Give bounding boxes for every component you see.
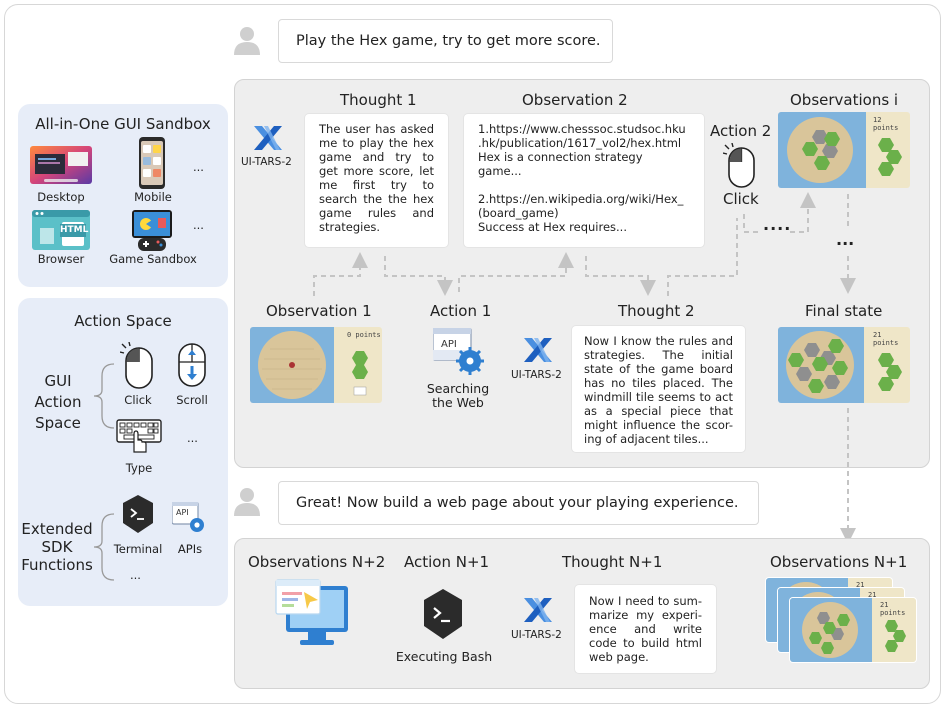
desktop-icon (30, 146, 92, 184)
final-state-title: Final state (805, 302, 883, 320)
observations-n1-title: Observations N+1 (770, 553, 908, 571)
gui-item-click: Click (124, 393, 152, 407)
sandbox-item-browser: Browser (37, 252, 85, 266)
sandbox-ellipsis-2: ... (193, 218, 204, 232)
thought1-text: The user has asked me to play the hex ga… (319, 122, 434, 234)
ui-tars-logo-3 (522, 596, 554, 628)
action2-caption: Click (723, 190, 759, 208)
webpage-monitor-icon (274, 578, 350, 652)
gui-brace (93, 363, 115, 429)
ui-tars-logo-2 (522, 336, 554, 368)
observation2-line: 1.https://www.chesssoc.studsoc.hku (478, 122, 686, 136)
observation2-line: 2.https://en.wikipedia.org/wiki/Hex_ (478, 192, 684, 206)
sdk-item-apis: APIs (177, 542, 203, 556)
action1-api-badge: API (441, 339, 457, 350)
observations-n1-screenshot: 21 points (790, 598, 916, 662)
action2-title: Action 2 (710, 122, 772, 140)
ellipsis-vertical: ... (836, 230, 855, 249)
thought-n1-text: Now I need to sum-marize my experi-ence … (589, 594, 702, 664)
observation2-line: (board_game) (478, 206, 559, 220)
thought2-title: Thought 2 (618, 302, 695, 320)
sdk-brace (93, 513, 115, 581)
observation2-line: Success at Hex requires... (478, 220, 627, 234)
api-icon: API (171, 501, 208, 540)
thought1-title: Thought 1 (340, 91, 417, 109)
browser-icon: HTML (32, 210, 90, 250)
observations-i-title: Observations i (790, 91, 899, 109)
gui-ellipsis: ... (187, 431, 198, 445)
sandbox-panel (18, 104, 228, 287)
keyboard-icon (116, 418, 162, 458)
thought-n1-card: Now I need to sum-marize my experi-ence … (575, 585, 716, 673)
sandbox-item-desktop: Desktop (37, 190, 85, 204)
terminal-icon (121, 494, 155, 538)
observation2-lines: 1.https://www.chesssoc.studsoc.hku.hk/pu… (478, 122, 690, 234)
scroll-mouse-icon (176, 340, 208, 394)
observation1-title: Observation 1 (266, 302, 372, 320)
action-n1-terminal-icon (422, 588, 464, 644)
api-icon-badge: API (176, 508, 189, 517)
observation1-score: 0 points (347, 331, 381, 339)
sdk-ellipsis: ... (130, 568, 141, 582)
thought-n1-title: Thought N+1 (562, 553, 663, 571)
observation2-card: 1.https://www.chesssoc.studsoc.hku.hk/pu… (464, 114, 704, 247)
ui-tars-logo-1 (252, 124, 284, 156)
mobile-icon (139, 137, 165, 189)
user-avatar-2 (233, 486, 261, 520)
observations-i-score: 12 points (873, 116, 899, 132)
click-mouse-icon (119, 341, 156, 394)
figure-frame (4, 4, 941, 704)
observation2-line: Hex is a connection strategy (478, 150, 643, 164)
final-state-score: 21 points (873, 331, 899, 347)
observations-n2-title: Observations N+2 (248, 553, 386, 571)
final-state-screenshot: 21 points (778, 327, 910, 403)
html-badge: HTML (60, 224, 89, 237)
ellipsis-horizontal: .... (763, 215, 792, 234)
observation2-title: Observation 2 (522, 91, 628, 109)
gui-item-scroll: Scroll (176, 393, 208, 407)
gui-action-space-label: GUI Action Space (34, 372, 82, 432)
action-n1-title: Action N+1 (404, 553, 490, 571)
observation1-screenshot: 0 points (250, 327, 382, 403)
observations-n1-stack: 21 points21 points21 points (766, 578, 916, 662)
agent-label-3: UI-TARS-2 (511, 629, 562, 641)
action1-api-icon: API (432, 327, 485, 380)
gui-item-type: Type (125, 461, 153, 475)
sandbox-item-game: Game Sandbox (109, 252, 197, 266)
action2-mouse-icon (722, 142, 759, 193)
observation2-line (478, 178, 690, 192)
game-sandbox-icon (130, 210, 174, 252)
user-prompt-2: Great! Now build a web page about your p… (278, 481, 759, 525)
sdk-functions-label: Extended SDK Functions (21, 520, 93, 574)
thought2-card: Now I know the rules and strategies. The… (572, 326, 745, 452)
action-space-title: Action Space (74, 312, 172, 330)
sandbox-title: All-in-One GUI Sandbox (35, 115, 211, 133)
observations-i-screenshot: 12 points (778, 112, 910, 188)
thought1-card: The user has asked me to play the hex ga… (305, 114, 448, 247)
sandbox-item-mobile: Mobile (134, 190, 172, 204)
action1-title: Action 1 (430, 302, 492, 320)
observation2-line: game... (478, 164, 522, 178)
thought2-text: Now I know the rules and strategies. The… (584, 334, 733, 446)
sdk-item-terminal: Terminal (113, 542, 163, 556)
agent-label-2: UI-TARS-2 (511, 369, 562, 381)
user-avatar-1 (233, 25, 261, 59)
observation2-line: .hk/publication/1617_vol2/hex.html (478, 136, 682, 150)
action1-caption: Searching the Web (426, 381, 490, 410)
sandbox-ellipsis-1: ... (193, 160, 204, 174)
observations-n1-score: 21 points (880, 601, 906, 617)
user-prompt-1: Play the Hex game, try to get more score… (278, 19, 613, 63)
agent-label-1: UI-TARS-2 (241, 156, 292, 168)
action-n1-caption: Executing Bash (395, 649, 493, 664)
